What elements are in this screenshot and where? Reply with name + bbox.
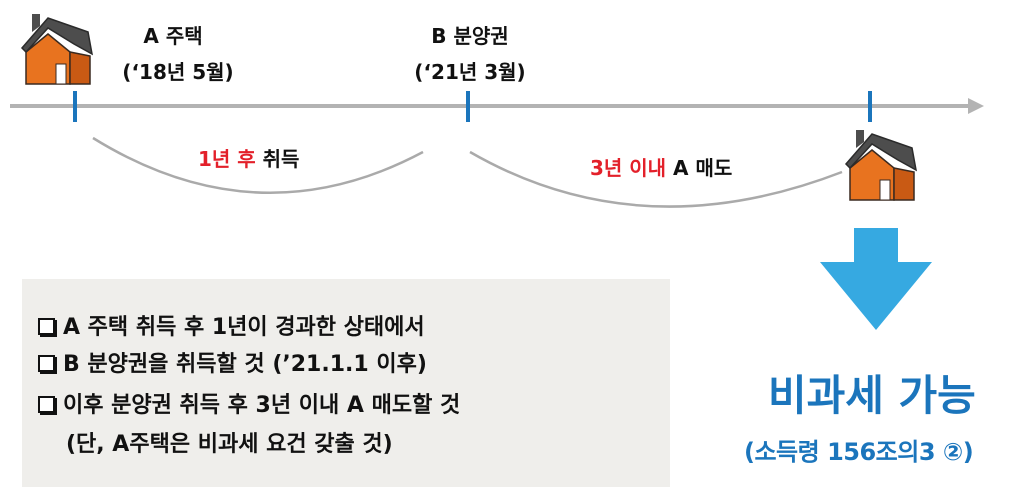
result-sub: (소득령 156조의3 ②) bbox=[744, 438, 974, 466]
arc-first-red: 1년 후 bbox=[198, 147, 256, 171]
arc-first-label: 1년 후 취득 bbox=[198, 143, 299, 172]
house-icon bbox=[20, 14, 94, 85]
condition-text: A 주택 취득 후 1년이 경과한 상태에서 bbox=[63, 315, 425, 340]
event-b-date: (‘21년 3월) bbox=[414, 60, 526, 84]
checkbox-icon bbox=[38, 318, 55, 335]
arc-second-red: 3년 이내 bbox=[590, 156, 667, 180]
event-b-title: B 분양권 bbox=[431, 24, 509, 48]
condition-item: 이후 분양권 취득 후 3년 이내 A 매도할 것 bbox=[38, 387, 460, 419]
house-icon-sale bbox=[844, 130, 918, 201]
condition-text: 이후 분양권 취득 후 3년 이내 A 매도할 것 bbox=[63, 393, 461, 418]
event-a-title: A 주택 bbox=[143, 24, 203, 48]
condition-item: B 분양권을 취득할 것 (’21.1.1 이후) bbox=[38, 346, 427, 378]
timeline-arrowhead bbox=[968, 98, 984, 114]
arc-first bbox=[92, 136, 424, 194]
arc-second-label: 3년 이내 A 매도 bbox=[590, 152, 732, 181]
checkbox-icon bbox=[38, 396, 55, 413]
event-a-date: (‘18년 5월) bbox=[122, 60, 234, 84]
arc-second bbox=[469, 150, 843, 208]
arc-first-black: 취득 bbox=[255, 147, 300, 171]
conditions-box bbox=[22, 279, 670, 487]
result-main: 비과세 가능 bbox=[768, 371, 976, 420]
condition-note: (단, A주택은 비과세 요건 갖출 것) bbox=[66, 432, 393, 457]
checkbox-icon bbox=[38, 355, 55, 372]
condition-text: B 분양권을 취득할 것 (’21.1.1 이후) bbox=[63, 352, 427, 377]
condition-item: A 주택 취득 후 1년이 경과한 상태에서 bbox=[38, 309, 425, 341]
arc-second-a: A bbox=[666, 156, 689, 180]
arc-second-black: 매도 bbox=[688, 156, 733, 180]
down-arrow-icon bbox=[820, 228, 932, 330]
